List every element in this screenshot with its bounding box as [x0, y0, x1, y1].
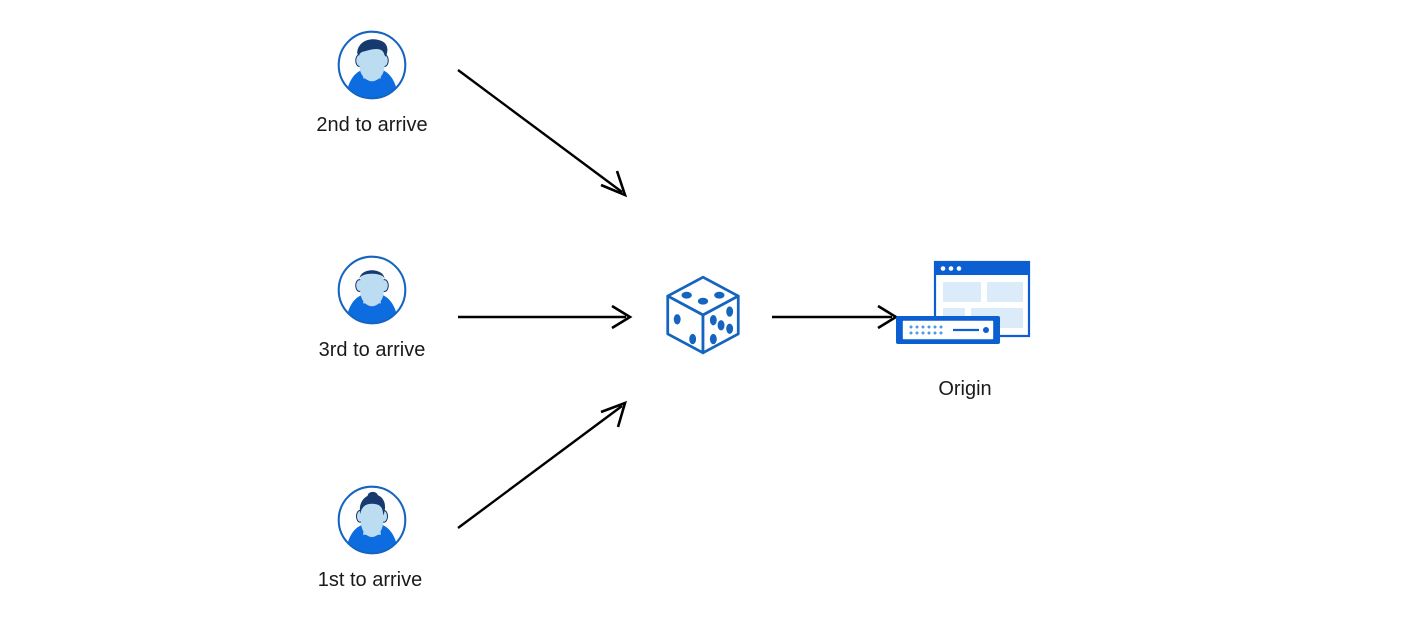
user-avatar-short-hair-icon	[337, 30, 407, 100]
client-3-label: 3rd to arrive	[318, 339, 426, 361]
arrow-client-3-to-dice	[458, 304, 633, 330]
server-device-icon	[896, 316, 1000, 344]
browser-window-server-icon	[896, 260, 1031, 344]
client-1-label: 1st to arrive	[317, 569, 423, 591]
dice-cube-icon	[666, 275, 740, 355]
user-avatar-buzz-cut-icon	[337, 255, 407, 325]
origin-label: Origin	[938, 378, 992, 400]
user-avatar-bun-hair-icon	[337, 485, 407, 555]
client-2-label: 2nd to arrive	[316, 114, 428, 136]
arrow-dice-to-origin	[772, 304, 899, 330]
arrow-client-1-to-dice	[457, 400, 627, 529]
